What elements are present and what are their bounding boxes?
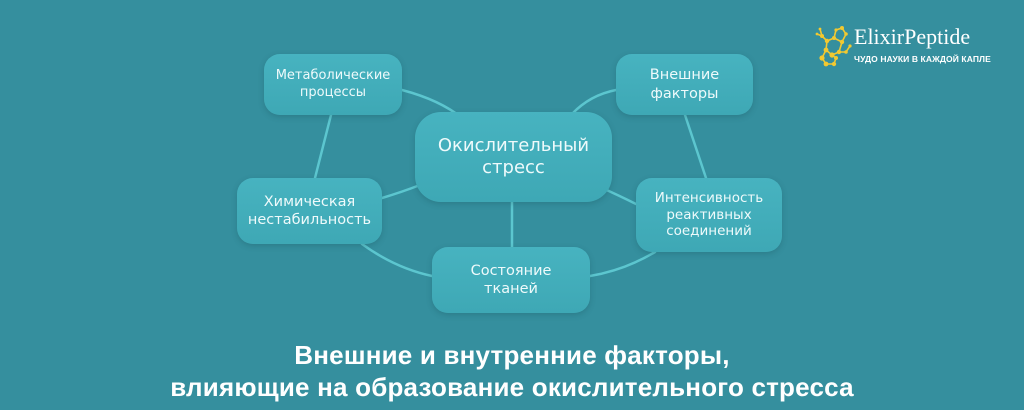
node-label: Внешние факторы	[649, 67, 720, 102]
brand-name: ElixirPeptide	[854, 24, 971, 49]
brand-logo: ElixirPeptide ЧУДО НАУКИ В КАЖДОЙ КАПЛЕ	[814, 24, 1019, 72]
node-label: Окислительный стресс	[437, 134, 590, 179]
node-tissue-state: Состояние тканей	[432, 247, 590, 313]
connector-chemical-tissue	[360, 242, 434, 278]
node-external-factors: Внешние факторы	[616, 54, 753, 115]
connector-metabolic-chemical	[313, 113, 333, 180]
node-label: Интенсивность реактивных соединений	[654, 189, 764, 240]
node-label: Метаболические процессы	[275, 68, 391, 100]
caption-line-1: Внешние и внутренние факторы,	[294, 340, 730, 370]
connector-external-reactive	[683, 113, 708, 180]
node-metabolic-processes: Метаболические процессы	[264, 54, 402, 115]
brand-tagline: ЧУДО НАУКИ В КАЖДОЙ КАПЛЕ	[854, 54, 991, 64]
connector-tissue-reactive	[588, 250, 657, 278]
connector-external-center	[570, 88, 618, 116]
caption-line-2: влияющие на образование окислительного с…	[170, 372, 854, 402]
node-label: Состояние тканей	[470, 262, 552, 297]
node-reactive-intensity: Интенсивность реактивных соединений	[636, 178, 782, 252]
node-oxidative-stress: Окислительный стресс	[415, 112, 612, 202]
node-chemical-instability: Химическая нестабильность	[237, 178, 382, 244]
molecule-icon	[815, 26, 852, 67]
connector-chemical-center	[380, 183, 422, 200]
node-label: Химическая нестабильность	[247, 193, 372, 228]
